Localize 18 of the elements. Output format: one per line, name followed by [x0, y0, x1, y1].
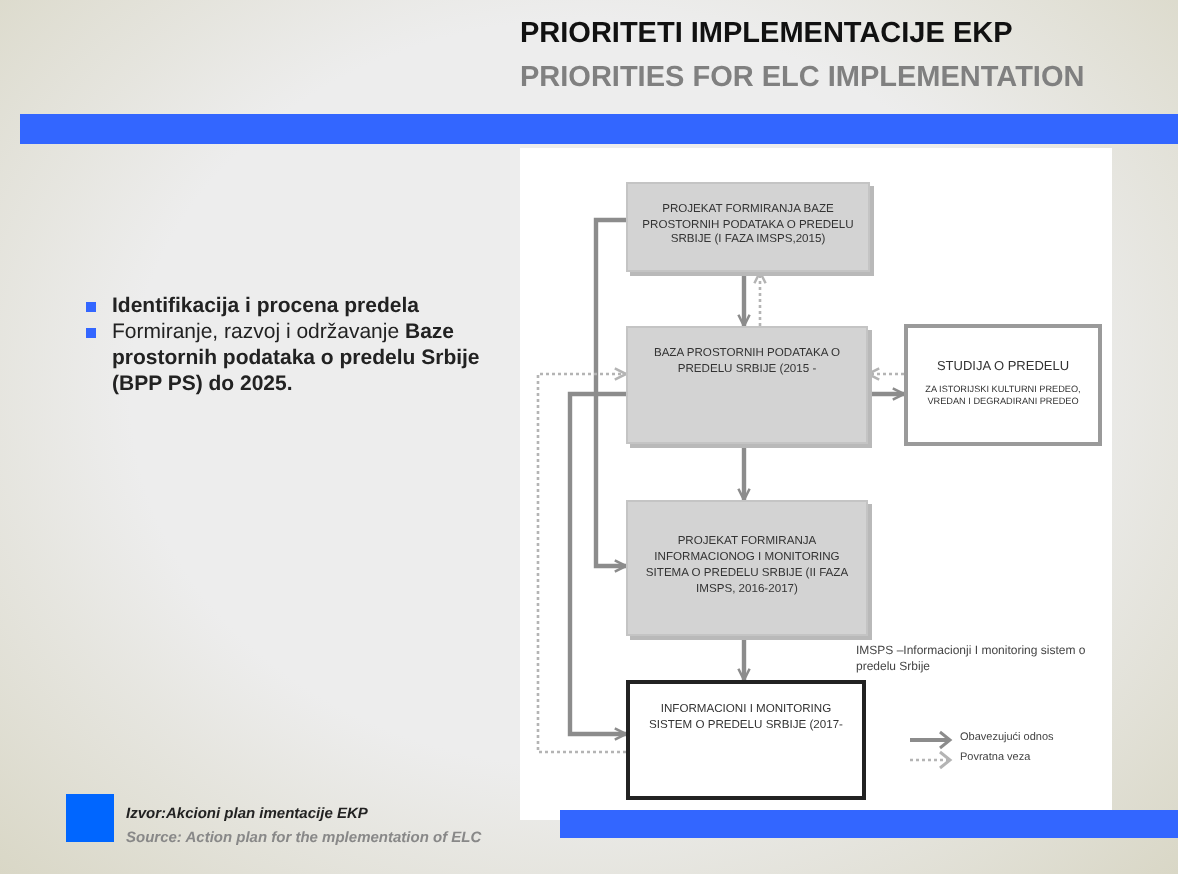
arrow — [536, 367, 628, 754]
process-box — [626, 182, 870, 272]
title: PRIORITETI IMPLEMENTACIJE EKP — [520, 18, 1013, 50]
process-box — [626, 500, 868, 636]
arrow — [737, 444, 751, 502]
process-box — [626, 680, 866, 800]
arrow — [866, 367, 904, 381]
arrow — [567, 391, 628, 741]
process-box — [626, 326, 868, 444]
bullet-item: Identifikacija i procena predela — [80, 294, 530, 320]
arrow — [753, 270, 767, 326]
arrow — [868, 387, 906, 401]
arrow — [737, 272, 751, 328]
study-box — [904, 324, 1102, 446]
bullet-item: Formiranje, razvoj i održavanje Baze prostornih podataka o predelu Srbije (BPP PS) do 2025. — [80, 320, 530, 398]
subtitle: PRIORITIES FOR ELC IMPLEMENTATION — [520, 62, 1085, 94]
arrow — [737, 636, 751, 682]
arrow — [593, 217, 628, 573]
